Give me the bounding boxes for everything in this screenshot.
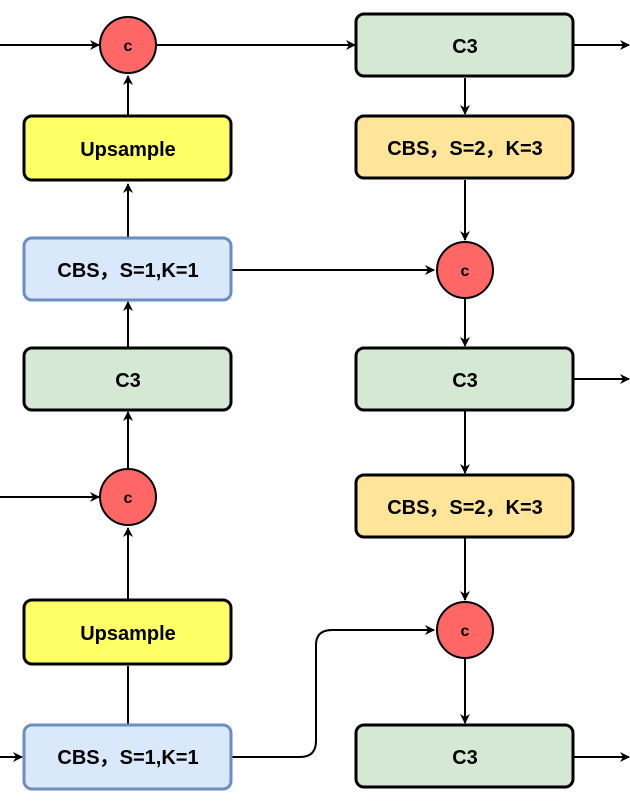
edge-cbs-bottom-to-concat-bottom-right (232, 625, 435, 758)
node-c3-bottom-right: C3 (354, 723, 575, 789)
c3-label: C3 (115, 370, 141, 392)
cbs-s1-box (22, 723, 233, 791)
cbs-s1-box (22, 236, 233, 302)
node-upsample-bottom: Upsample (22, 598, 233, 666)
c3-box (22, 346, 233, 412)
node-concat-bottom-right: c (436, 601, 494, 659)
concat-label: c (461, 263, 470, 280)
edges (0, 40, 630, 762)
node-cbs-s1-bottom: CBS，S=1,K=1 (22, 723, 233, 791)
upsample-box (22, 114, 233, 182)
node-concat-top-right: c (436, 241, 494, 299)
node-concat-mid-left: c (99, 468, 157, 526)
c3-label: C3 (452, 747, 478, 769)
cbs-s2-label: CBS，S=2，K=3 (387, 497, 543, 519)
concat-circle (99, 16, 157, 74)
c3-box (354, 12, 575, 78)
node-c3-top-right: C3 (354, 12, 575, 78)
c3-box (354, 723, 575, 789)
concat-circle (436, 241, 494, 299)
cbs-s1-label: CBS，S=1,K=1 (57, 260, 198, 282)
upsample-label: Upsample (80, 139, 176, 161)
node-c3-mid-right: C3 (354, 346, 575, 412)
cbs-s1-label: CBS，S=1,K=1 (57, 747, 198, 769)
concat-label: c (124, 38, 133, 55)
node-cbs-s2-top: CBS，S=2，K=3 (354, 114, 575, 180)
concat-label: c (461, 623, 470, 640)
c3-label: C3 (452, 36, 478, 58)
node-cbs-s2-bottom: CBS，S=2，K=3 (354, 473, 575, 539)
node-c3-left: C3 (22, 346, 233, 412)
concat-label: c (124, 490, 133, 507)
cbs-s2-label: CBS，S=2，K=3 (387, 138, 543, 160)
upsample-box (22, 598, 233, 666)
node-upsample-top: Upsample (22, 114, 233, 182)
cbs-s2-box (354, 114, 575, 180)
node-concat-top-left: c (99, 16, 157, 74)
c3-box (354, 346, 575, 412)
concat-circle (99, 468, 157, 526)
c3-label: C3 (452, 370, 478, 392)
upsample-label: Upsample (80, 623, 176, 645)
cbs-s2-box (354, 473, 575, 539)
node-cbs-s1-top: CBS，S=1,K=1 (22, 236, 233, 302)
concat-circle (436, 601, 494, 659)
